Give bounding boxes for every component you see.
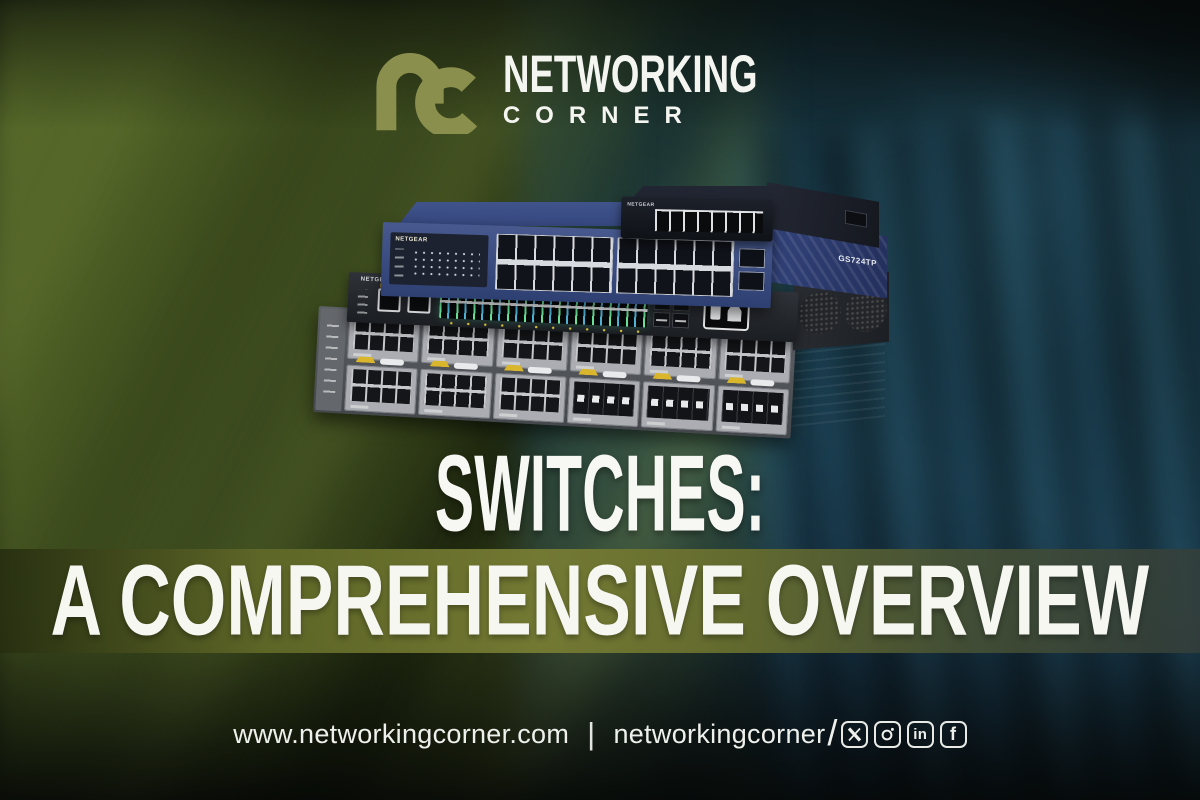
- rj45-module: [492, 373, 567, 423]
- sfp-module: [715, 385, 790, 436]
- nc-logo-icon: [376, 53, 477, 134]
- rj45-module: [418, 369, 493, 419]
- footer-separator: |: [587, 716, 596, 751]
- title-line1-wrap: SWITCHES:: [0, 440, 1200, 549]
- rj45-module: [344, 365, 418, 415]
- brand-name: NETWORKING CORNER: [502, 43, 829, 129]
- chassis-left-panel: [315, 308, 347, 412]
- port-block-8: [654, 209, 764, 234]
- linkedin-icon: in: [906, 720, 934, 748]
- port-block-24: [494, 233, 735, 298]
- facebook-icon: f: [939, 720, 967, 748]
- blue-switch-model-label: GS724TP: [838, 253, 877, 269]
- title-line2: A COMPREHENSIVE OVERVIEW: [50, 545, 1150, 657]
- fan-grill-icon: [799, 290, 841, 336]
- title-line1: SWITCHES:: [434, 433, 766, 555]
- status-led-panel: NETGEAR: [389, 232, 489, 288]
- social-handle: networkingcorner: [613, 718, 826, 749]
- social-handle-group: networkingcorner / in: [613, 712, 967, 756]
- title-band: A COMPREHENSIVE OVERVIEW: [0, 549, 1200, 653]
- social-icons: in f: [840, 720, 967, 748]
- brand-header: nc NETWORKING CORNER: [0, 44, 1200, 134]
- brand-name-bottom: CORNER: [502, 102, 697, 129]
- sfp-module: [641, 381, 715, 432]
- status-leds: [357, 289, 369, 314]
- x-icon: [840, 720, 868, 748]
- instagram-icon: [873, 720, 901, 748]
- linkedin-glyph: in: [913, 725, 928, 743]
- sfp-cage-block: [738, 248, 766, 292]
- handle-slash: /: [827, 712, 838, 753]
- small-switch-brand-label: NETGEAR: [627, 201, 655, 209]
- brand-name-top: NETWORKING: [502, 43, 758, 104]
- footer: www.networkingcorner.com | networkingcor…: [0, 712, 1200, 756]
- blue-switch-brand-label: NETGEAR: [395, 236, 428, 244]
- website-url: www.networkingcorner.com: [233, 718, 570, 749]
- small-desktop-switch: NETGEAR: [620, 196, 774, 242]
- sfp-module: [566, 377, 641, 427]
- facebook-glyph: f: [950, 724, 957, 744]
- title-line2-wrap: A COMPREHENSIVE OVERVIEW: [0, 549, 1200, 653]
- switch-stack-image: NETGEAR GS724TP NETGEAR NETGEAR: [313, 178, 895, 444]
